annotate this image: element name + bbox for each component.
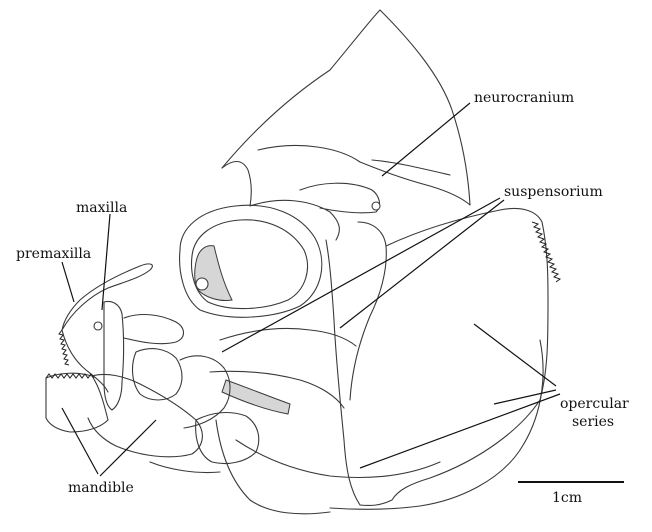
orbit-shaded-bone: [195, 246, 232, 301]
scale-bar-label: 1cm: [552, 490, 582, 506]
leader-maxilla: [102, 214, 110, 310]
suspensorium-shaded: [222, 380, 290, 414]
neurocranium-outline: [222, 10, 470, 205]
leader-opercular-1: [474, 324, 556, 386]
label-series: series: [572, 414, 614, 430]
leader-suspensorium-2: [340, 200, 504, 328]
label-neurocranium: neurocranium: [474, 90, 574, 106]
label-opercular: opercular: [560, 396, 629, 412]
maxilla-outline: [104, 302, 184, 411]
small-foramen: [372, 202, 380, 210]
leader-premaxilla: [62, 262, 74, 302]
leader-suspensorium-1: [222, 198, 500, 352]
foramen: [196, 278, 208, 290]
opercle-outline: [360, 209, 548, 506]
label-maxilla: maxilla: [76, 200, 127, 216]
leader-mandible-2: [100, 420, 156, 476]
leader-mandible-1: [62, 408, 98, 474]
leader-opercular-2: [494, 390, 556, 404]
articular-outline: [133, 349, 230, 428]
label-mandible: mandible: [68, 480, 134, 496]
label-premaxilla: premaxilla: [16, 246, 91, 262]
mandible-outline: [46, 373, 202, 457]
leader-neurocranium: [382, 103, 470, 176]
maxilla-foramen: [94, 322, 102, 330]
label-suspensorium: suspensorium: [504, 184, 603, 200]
frontal-bar: [222, 162, 379, 241]
interopercle-outline: [216, 420, 330, 514]
quadrate-outline: [150, 413, 259, 473]
subopercle-outline: [236, 340, 543, 509]
